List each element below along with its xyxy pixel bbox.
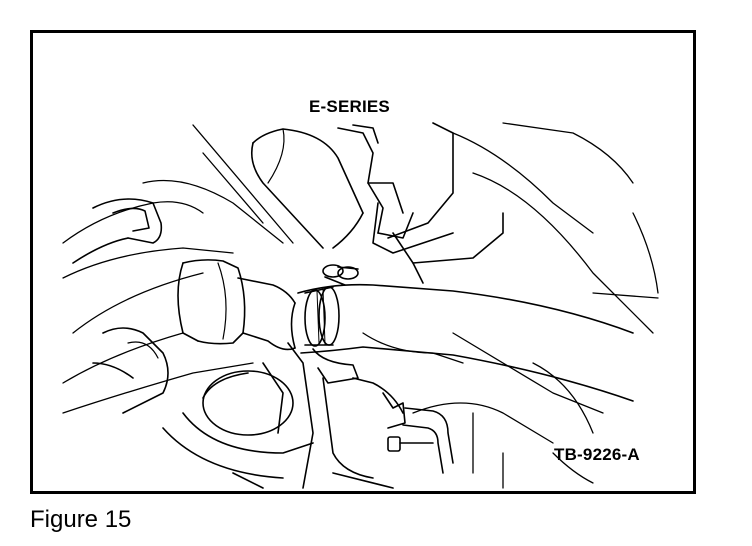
- upper-radiator-hose: [252, 129, 363, 248]
- coupler-fitting: [178, 260, 295, 350]
- hose-clamp: [305, 265, 358, 346]
- engine-background-lines: [63, 123, 658, 488]
- left-tube-loop: [73, 199, 161, 263]
- series-label: E-SERIES: [309, 97, 390, 116]
- bracket-assembly: [338, 123, 503, 283]
- heater-hose: [292, 285, 634, 401]
- hose-clamp-illustration: [33, 33, 693, 491]
- drawing-code-label: TB-9226-A: [554, 445, 640, 464]
- figure-caption: Figure 15: [30, 506, 132, 533]
- figure-frame: E-SERIES TB-9226-A: [30, 30, 696, 494]
- engine-pulleys: [93, 328, 313, 488]
- lower-fittings: [313, 349, 453, 488]
